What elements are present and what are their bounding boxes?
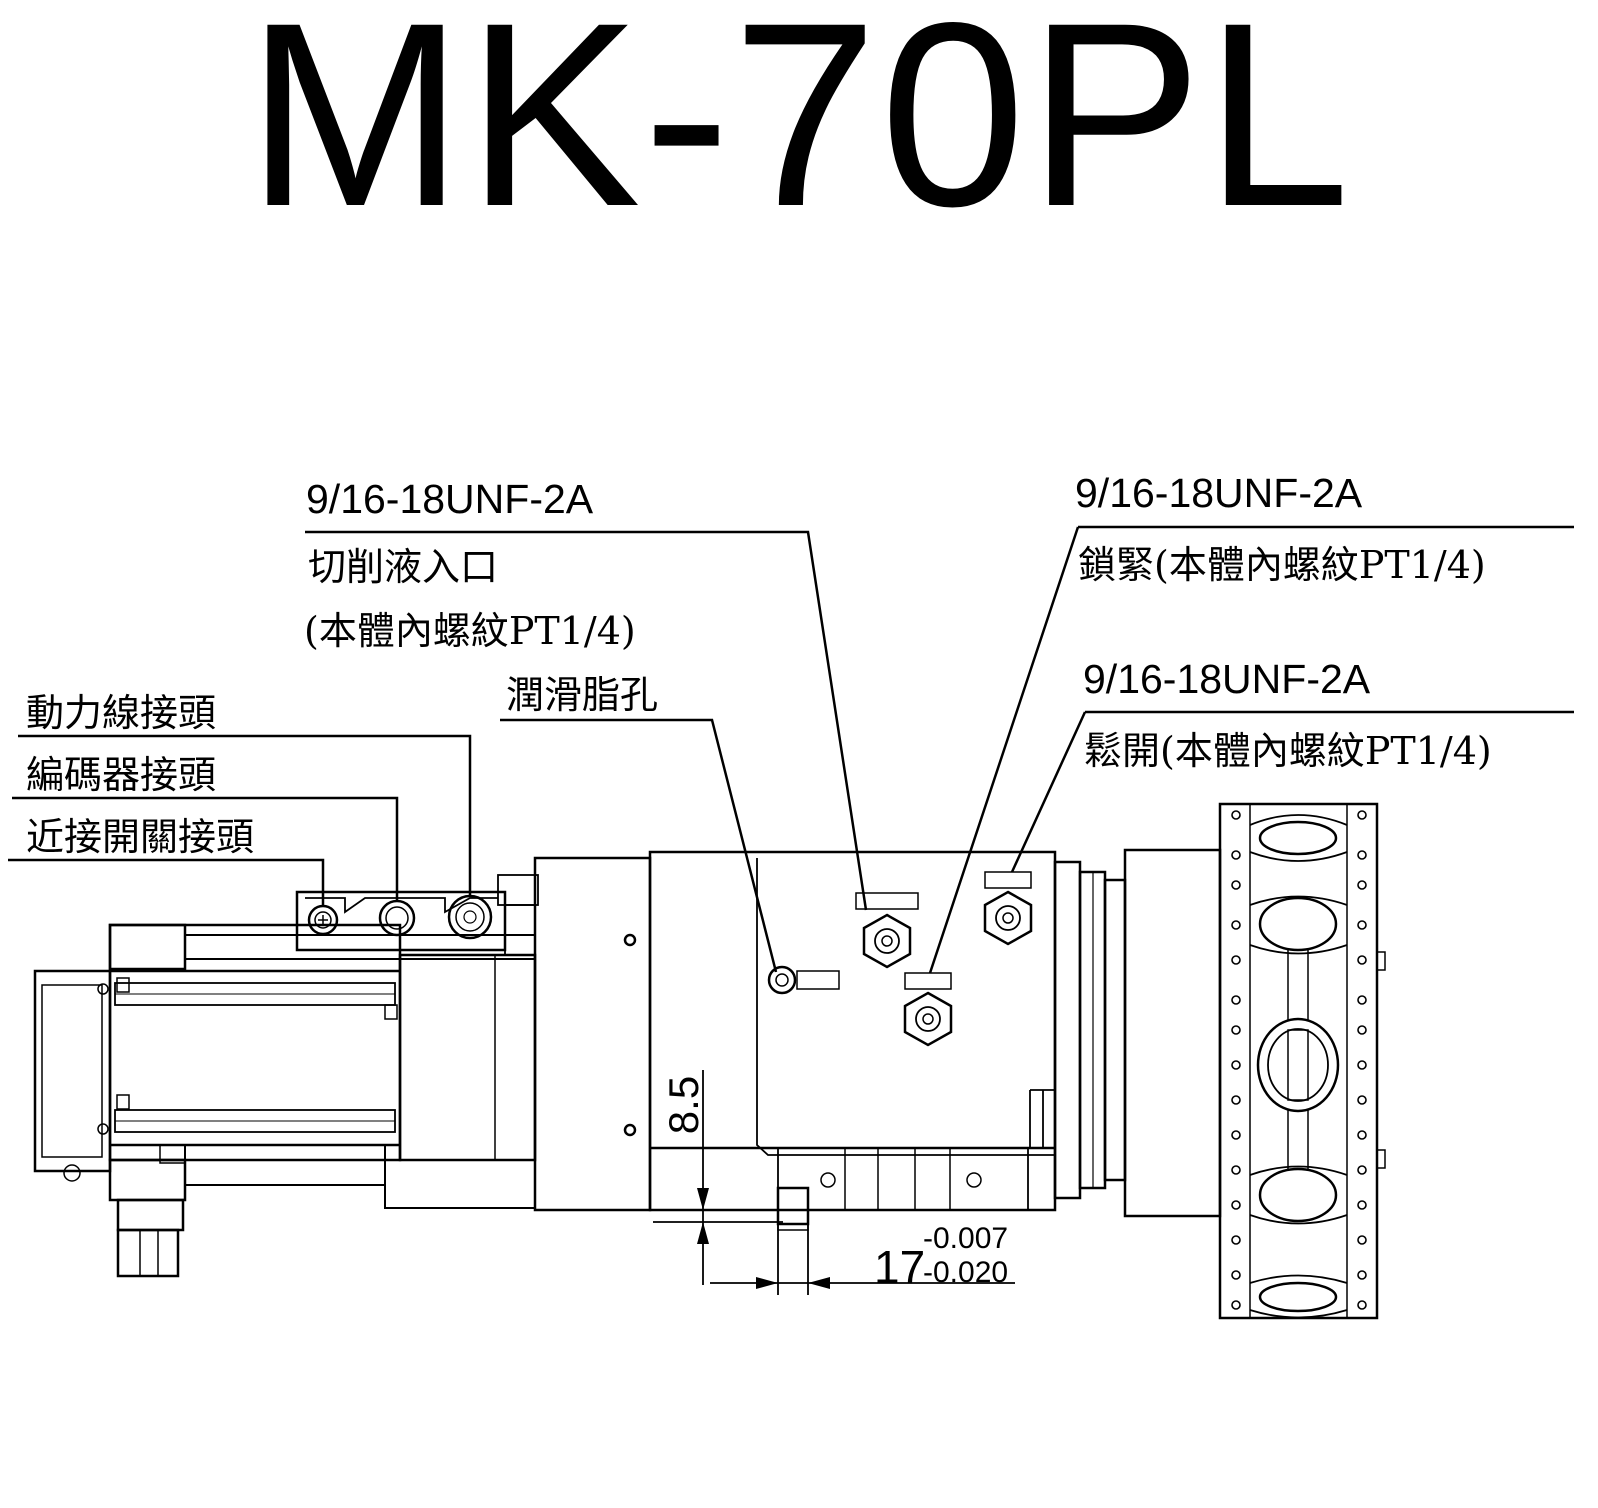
coolant-note-label: (本體內螺紋PT1/4) — [304, 609, 636, 653]
coolant-thread-label: 9/16-18UNF-2A — [306, 476, 594, 522]
connector-bar — [295, 874, 539, 956]
clamp-note-label: 鎖緊(本體內螺紋PT1/4) — [1078, 543, 1486, 587]
unclamp-port — [983, 871, 1033, 946]
unclamp-thread-label: 9/16-18UNF-2A — [1083, 656, 1371, 702]
width-upper-tolerance: -0.007 — [923, 1222, 1009, 1255]
proximity-connector-label: 近接開關接頭 — [26, 815, 255, 859]
drawing-title: MK-70PL — [245, 0, 1353, 261]
clamp-port — [903, 972, 953, 1047]
dimension-8-5 — [653, 1070, 783, 1285]
flange — [1053, 848, 1222, 1218]
grease-hole-label: 潤滑脂孔 — [506, 673, 659, 717]
tool-disc — [1218, 802, 1386, 1320]
gearbox — [184, 934, 537, 1209]
turret-body — [533, 850, 1057, 1231]
coolant-port — [855, 892, 919, 969]
leader-lines — [8, 525, 1574, 974]
coolant-inlet-label: 切削液入口 — [308, 545, 499, 589]
width-dimension-value: 17 — [874, 1241, 926, 1293]
clamp-thread-label: 9/16-18UNF-2A — [1075, 470, 1363, 516]
width-lower-tolerance: -0.020 — [923, 1256, 1009, 1289]
height-dimension-value: 8.5 — [660, 1075, 707, 1135]
dimension-17 — [710, 1200, 1015, 1295]
power-connector-label: 動力線接頭 — [26, 691, 217, 735]
grease-fitting — [767, 965, 840, 995]
unclamp-note-label: 鬆開(本體內螺紋PT1/4) — [1084, 729, 1492, 773]
servo-motor — [33, 923, 402, 1278]
encoder-connector-label: 編碼器接頭 — [26, 753, 217, 797]
